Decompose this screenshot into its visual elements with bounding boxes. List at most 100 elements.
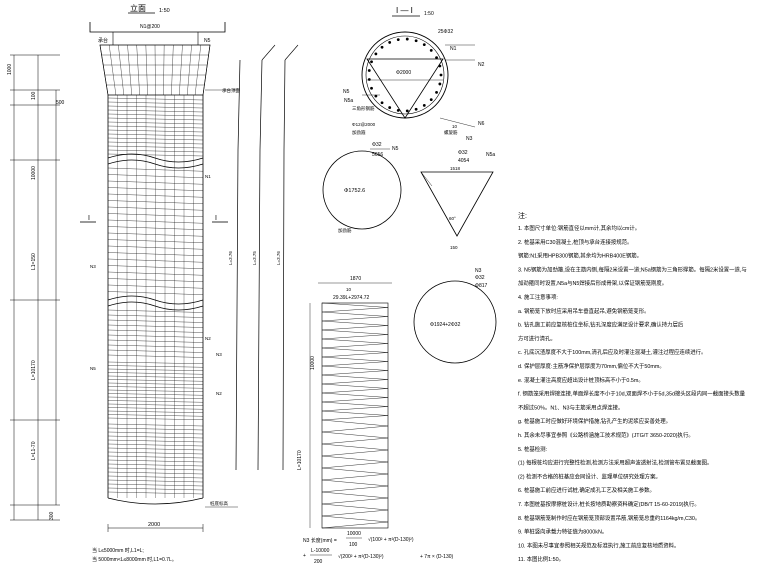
notes-heading: 注:	[518, 211, 527, 220]
section-label-n6: N6	[478, 121, 485, 127]
notes-block: 注: 1. 本图尺寸单位:钢筋直径以mm计,其余均以cm计。 2. 桩基采用C30…	[518, 211, 747, 563]
note-line: b. 钻孔施工前应复核桩位坐标,钻孔深度应满足设计要求,确认持力层后	[518, 321, 684, 329]
ring-dia: Φ1924+2Φ32	[430, 322, 461, 328]
section-label-tri: 三角形钢筋	[352, 105, 375, 112]
formula-e: 200	[314, 559, 323, 565]
section-label-stiff: Φ12@2000	[352, 122, 376, 127]
bottom-note-1: 当 L≤5000mm 时,L1=L;	[92, 547, 144, 554]
dim-10000: 10000	[31, 166, 37, 180]
annot-n2: N2	[205, 336, 211, 341]
section-mark-left: I	[88, 215, 90, 222]
right-label-2: L=3.75	[252, 251, 257, 265]
annot-cap-top: 承台顶面	[222, 87, 240, 94]
right-label-n2: N2	[216, 391, 222, 396]
formula-b: 100	[349, 542, 358, 548]
dim-l-minus: L=L1-70	[31, 441, 37, 460]
n5-ring-note: 加劲筋	[338, 227, 352, 234]
n5a-detail: N5a Φ32 4054 1518 60° 150	[420, 150, 495, 250]
n3-label: N3	[475, 268, 482, 274]
n5a-bottom: 150	[450, 245, 458, 250]
elevation-title: 立面	[130, 3, 146, 13]
bottom-note-2: 当 5000mm<L≤8000mm 时,L1=0.7L。	[92, 556, 177, 563]
note-line: 9. 单桩竖向承载力特征值为8000kN。	[518, 528, 607, 536]
note-line: 11. 本图比例1:50。	[518, 555, 564, 563]
spiral-side-dim2: L=10170	[297, 450, 303, 470]
note-line: 1. 本图尺寸单位:钢筋直径以mm计,其余均以cm计。	[518, 224, 640, 232]
formula-f: √(200² + π²(D-130)²)	[338, 553, 384, 560]
note-line: a. 钢筋笼下放时应采用吊车垂直起吊,避免钢筋笼变形。	[518, 307, 649, 315]
spiral-top-dim: 1870	[350, 276, 361, 282]
elevation-scale: 1:50	[159, 8, 170, 14]
note-line: 7. 本图桩基按摩擦桩设计,桩长按地质勘察资料确定(DB/T 15-60-201…	[518, 500, 700, 508]
note-line: e. 混凝土灌注高度应超出设计桩顶标高不小于0.5m。	[518, 376, 644, 384]
n5-len: 5656	[372, 152, 383, 158]
section-mark-right: I	[215, 215, 217, 222]
formula-main: N3 长度(mm) =	[303, 537, 337, 544]
section-label-n5: N5	[343, 89, 350, 95]
note-line: 8. 桩基钢筋笼制作时应在钢筋笼顶部设置吊筋,钢筋笼总重约1164kg/m,C3…	[518, 514, 700, 522]
dim-l1: L1=150	[31, 253, 37, 270]
note-line: c. 孔底沉渣厚度不大于100mm,清孔后应及时灌注混凝土,灌注过程应连续进行。	[518, 348, 706, 356]
n5a-angle: 60°	[449, 216, 456, 221]
cap-label: 承台	[98, 37, 108, 44]
note-line: 3. N5钢筋为加劲箍,设在主筋内侧,每隔2米设置一道;N5a钢筋为三角形撑筋。…	[518, 265, 747, 273]
section-title: I — I	[396, 6, 413, 15]
note-line: f. 钢筋笼采用焊接连接,单面焊长度不小于10d,双面焊不小于5d,35d接头区…	[518, 390, 746, 398]
spiral-pitch: 10	[346, 287, 352, 292]
note-line: 5. 桩基检测:	[518, 445, 547, 453]
section-label-n1: N1	[450, 46, 457, 52]
note-line: 10. 本图未尽事宜参照相关规范及标准执行,施工前应复核地质资料。	[518, 541, 679, 549]
n3-sub: Φ32	[475, 275, 485, 281]
formula-c: √(100² + π²(D-130)²)	[368, 536, 414, 543]
annot-pile-bottom: 桩底标高	[210, 500, 228, 507]
note-line: 6. 桩基施工前应进行试桩,确定成孔工艺及相关施工参数。	[518, 486, 655, 494]
cap-rebar-label: N5	[204, 38, 211, 44]
section-bottom-mark: 10	[452, 124, 458, 129]
n5-sub: Φ32	[372, 142, 382, 148]
dim-1000: 1000	[7, 64, 13, 75]
formula-g: + 7π × (D-130)	[420, 554, 454, 560]
section-label-stiff-name: 加劲箍	[352, 129, 366, 136]
n5a-side: 1518	[450, 166, 461, 171]
formula-a: 10000	[347, 531, 361, 537]
dim-300: 300	[49, 511, 55, 520]
spiral-detail: 1870 10 29.39L+2974.72 10000 L=10170 Φ19…	[297, 268, 497, 565]
note-line: 不超过50%。N1、N3与主筋采用点焊连接。	[518, 403, 623, 411]
section-label-dia: Φ2000	[396, 70, 411, 76]
section-label-spiral: 螺旋筋	[444, 129, 458, 136]
n5-detail: Φ1752.6 N5 Φ32 5656 加劲筋	[322, 142, 402, 234]
top-bar-label: N1@200	[140, 24, 160, 30]
section-view: I — I 1:50 25Φ32 N1 N2 N5 Φ2000 N5a 三角形钢…	[343, 6, 485, 142]
n5a-label: N5a	[486, 152, 495, 158]
section-label-n5a: N5a	[344, 98, 353, 104]
spiral-pitch-formula: 29.39L+2974.72	[333, 295, 370, 301]
note-line: 方可进行清孔。	[518, 334, 556, 342]
section-label-n3: N3	[466, 136, 473, 142]
svg-text:+: +	[303, 553, 306, 559]
section-label-25: 25Φ32	[438, 29, 453, 35]
section-scale: 1:50	[424, 11, 434, 17]
right-label-3: L=3.76	[276, 251, 281, 265]
n3-len: Φ817	[475, 283, 488, 289]
note-line: g. 桩基施工时应做好环境保护措施,钻孔产生的泥浆应妥善处理。	[518, 417, 671, 425]
dim-500: 500	[56, 100, 65, 106]
note-line: h. 其余未尽事宜参照《公路桥涵施工技术规范》(JTG/T 3650-2020)…	[518, 431, 694, 439]
width-dim: 2000	[148, 522, 160, 528]
right-label-n3: N3	[216, 352, 222, 357]
note-line: (2) 检测不合格的桩基应会同设计、监理单位研究处理方案。	[518, 472, 661, 480]
annot-n1: N1	[205, 174, 211, 179]
n5-dia: Φ1752.6	[344, 188, 365, 194]
formula-d: L-10000	[311, 548, 330, 554]
note-line: 加劲箍同时设置,N5a与N5焊接后形成骨架,以保证钢筋笼刚度。	[518, 279, 667, 287]
note-line: (1) 每根桩均应进行完整性检测,检测方法采用超声波透射法,检测管布置见截面图。	[518, 459, 712, 467]
dim-l: L=10170	[31, 360, 37, 380]
n5a-len: 4054	[458, 158, 469, 164]
note-line: 2. 桩基采用C30混凝土,桩顶与承台连接按规范。	[518, 238, 632, 246]
section-label-n2: N2	[478, 62, 485, 68]
dim-100: 100	[31, 91, 37, 100]
elevation-view: 立面 1:50 N1@200 承台 N5 1000 100 500 10000	[7, 3, 299, 563]
n5a-sub: Φ32	[458, 150, 468, 156]
n5-label: N5	[392, 146, 399, 152]
spiral-side-dim: 10000	[310, 356, 316, 370]
